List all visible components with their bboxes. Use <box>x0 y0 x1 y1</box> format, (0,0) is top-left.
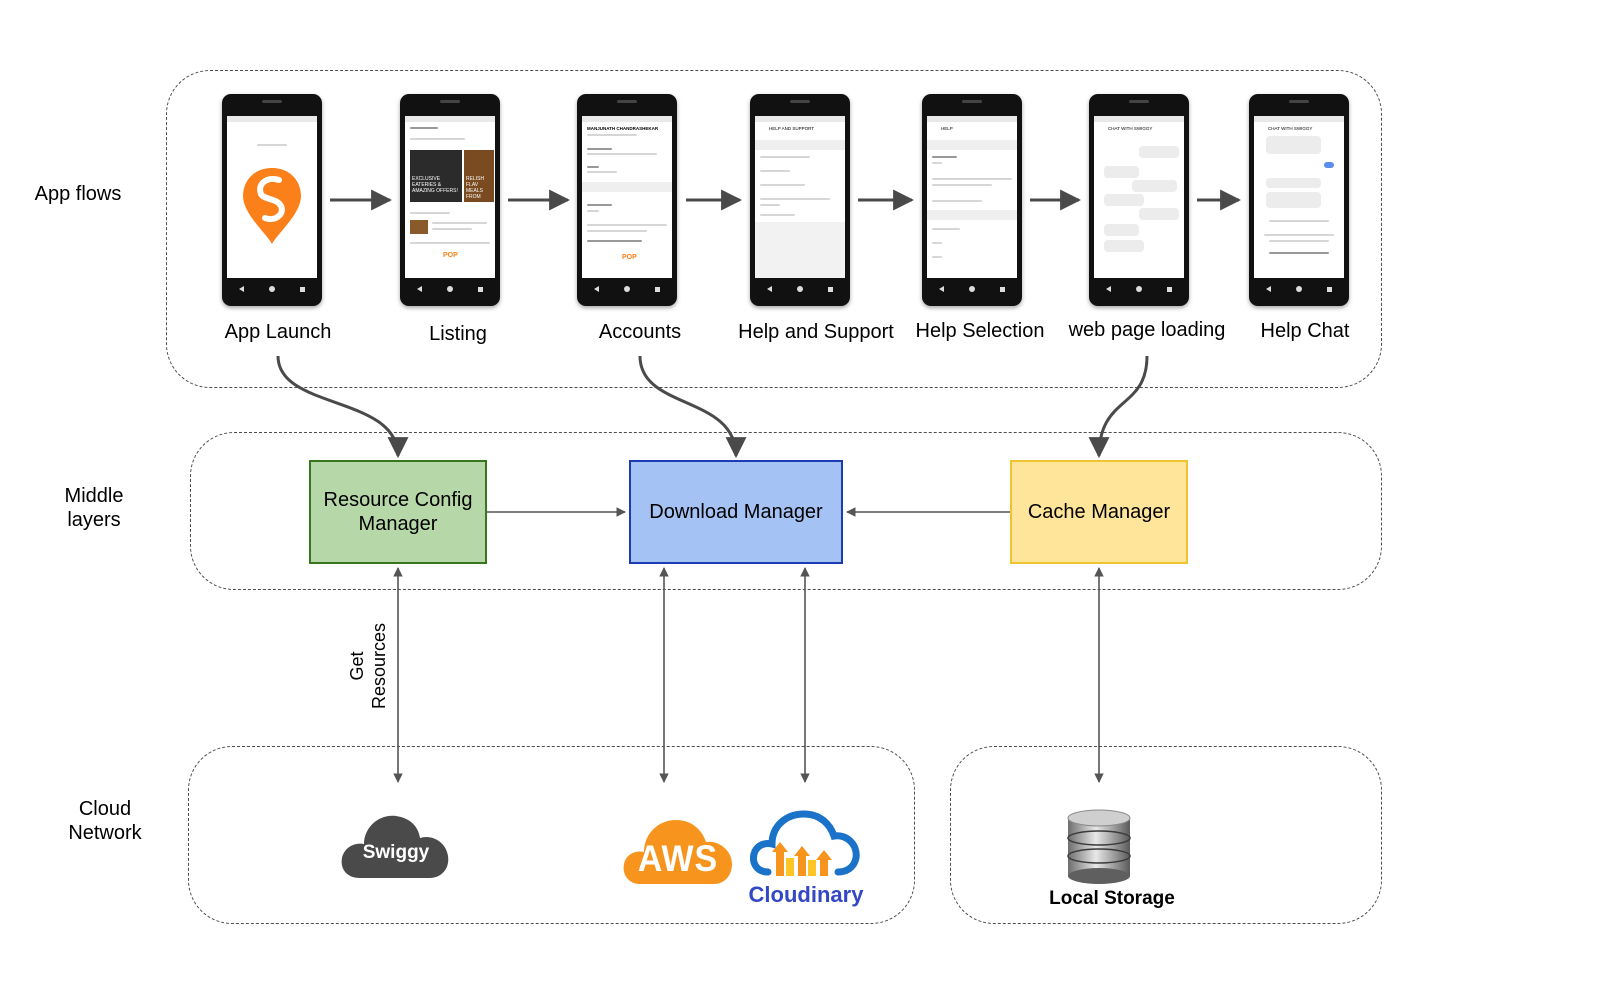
resource-config-manager: Resource Config Manager <box>309 460 487 564</box>
label-web-page-loading: web page loading <box>1068 319 1226 341</box>
phone-accounts: MANJUNATH CHANDRASHEKAR POP <box>577 94 677 306</box>
app-flows-region <box>166 70 1382 388</box>
account-user-name: MANJUNATH CHANDRASHEKAR <box>587 126 659 131</box>
download-manager: Download Manager <box>629 460 843 564</box>
promo-banner: EXCLUSIVE EATERIES & AMAZING OFFERS! <box>410 150 462 202</box>
middle-layers-region <box>190 432 1382 590</box>
cloud-network-region <box>188 746 915 924</box>
cloudinary-logo-icon <box>750 810 860 876</box>
cache-manager: Cache Manager <box>1010 460 1188 564</box>
curve-app-launch-to-resource <box>276 355 409 459</box>
help-chat-header: CHAT WITH SWIGGY <box>1268 126 1313 131</box>
local-storage-label: Local Storage <box>1049 888 1175 909</box>
phone-help-and-support: HELP AND SUPPORT <box>750 94 850 306</box>
help-support-header: HELP AND SUPPORT <box>769 126 815 131</box>
promo-banner-2: RELISH FLAV MEALS FROM <box>464 150 494 202</box>
cloudinary-label: Cloudinary <box>748 882 864 907</box>
aws-label: AWS <box>637 838 719 880</box>
label-help-and-support: Help and Support <box>738 321 894 343</box>
swiggy-cloud-icon <box>341 815 449 878</box>
label-app-launch: App Launch <box>224 321 332 343</box>
phone-app-launch <box>222 94 322 306</box>
label-help-selection: Help Selection <box>915 320 1045 342</box>
get-resources-label: Get Resources <box>347 622 389 710</box>
curve-accounts-to-download <box>638 355 747 459</box>
phone-web-page-loading: CHAT WITH SWIGGY <box>1089 94 1189 306</box>
web-loading-header: CHAT WITH SWIGGY <box>1108 126 1153 131</box>
row-label-cloud-network: Cloud Network <box>68 798 142 844</box>
swiggy-label: Swiggy <box>362 842 430 863</box>
label-accounts: Accounts <box>598 321 682 343</box>
help-selection-header: HELP <box>941 126 953 131</box>
phone-help-chat: CHAT WITH SWIGGY <box>1249 94 1349 306</box>
label-help-chat: Help Chat <box>1260 320 1350 342</box>
label-listing: Listing <box>429 323 487 345</box>
local-storage-region <box>950 746 1382 924</box>
pop-badge: POP <box>622 254 637 261</box>
phone-help-selection: HELP <box>922 94 1022 306</box>
pop-badge: POP <box>443 252 458 259</box>
swiggy-logo-icon <box>243 168 301 244</box>
aws-cloud-icon <box>623 820 732 884</box>
row-label-app-flows: App flows <box>34 183 122 205</box>
curve-web-to-cache <box>1088 355 1149 459</box>
row-label-middle-layers: Middle layers <box>64 485 124 531</box>
phone-listing: EXCLUSIVE EATERIES & AMAZING OFFERS! REL… <box>400 94 500 306</box>
database-icon <box>1067 809 1131 884</box>
